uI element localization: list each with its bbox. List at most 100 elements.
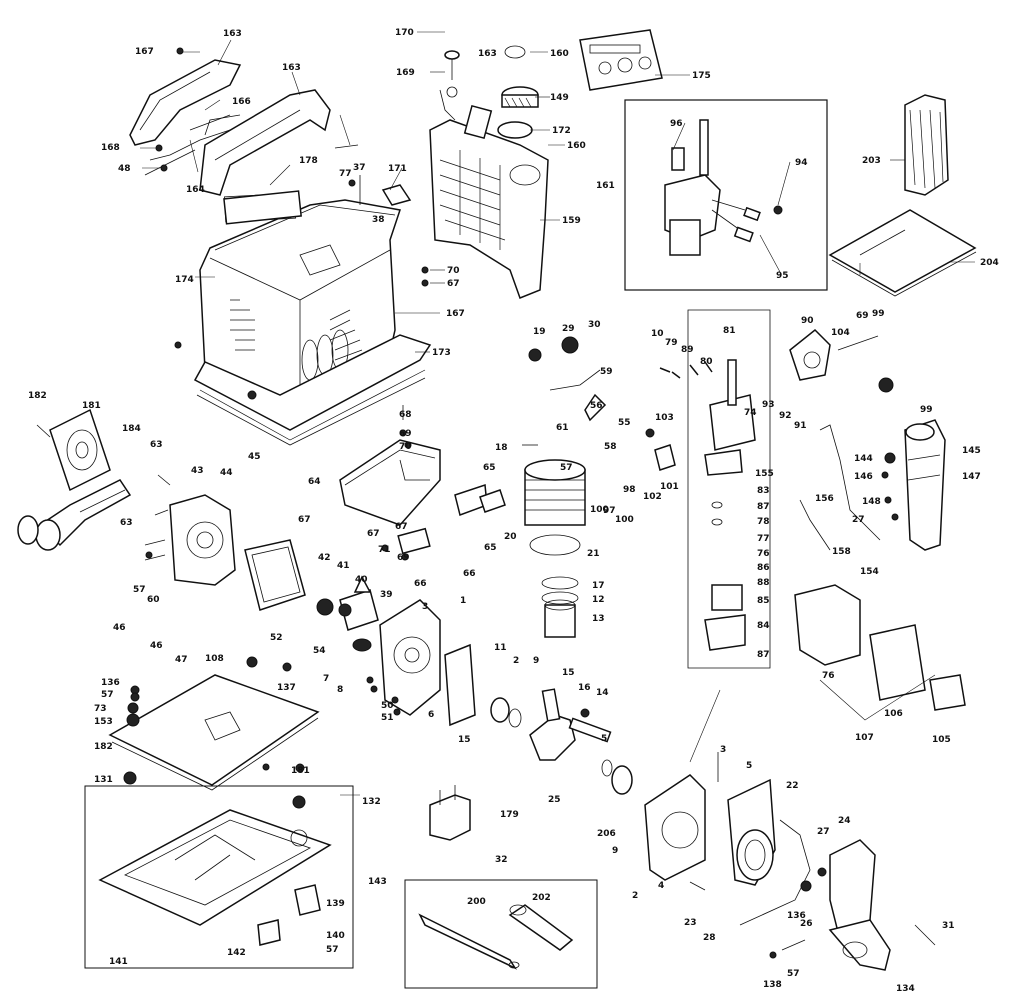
callout: 52 bbox=[270, 633, 283, 643]
callout: 47 bbox=[175, 655, 188, 665]
panel-181 bbox=[49, 408, 111, 492]
callout: 92 bbox=[779, 411, 792, 421]
callout: 80 bbox=[700, 357, 713, 367]
callout: 48 bbox=[118, 164, 131, 174]
callout: 87 bbox=[757, 502, 770, 512]
callout: 77 bbox=[339, 169, 352, 179]
callout: 83 bbox=[757, 486, 770, 496]
callout: 67 bbox=[395, 522, 408, 532]
callout: 5 bbox=[601, 734, 607, 744]
base-plate-131 bbox=[108, 656, 320, 791]
callout: 200 bbox=[467, 897, 486, 907]
callout: 57 bbox=[133, 585, 146, 595]
callout: 90 bbox=[801, 316, 814, 326]
callout: 93 bbox=[762, 400, 775, 410]
callout: 20 bbox=[504, 532, 517, 542]
callout: 99 bbox=[920, 405, 933, 415]
crankcase-3 bbox=[339, 589, 441, 716]
callout: 63 bbox=[120, 518, 133, 528]
callout: 76 bbox=[757, 549, 770, 559]
callout: 38 bbox=[372, 215, 385, 225]
callout: 138 bbox=[763, 980, 782, 990]
callout: 22 bbox=[786, 781, 799, 791]
callout: 101 bbox=[660, 482, 679, 492]
generator-housing bbox=[174, 192, 432, 446]
owners-manual bbox=[828, 209, 977, 297]
callout: 7 bbox=[323, 674, 329, 684]
callout: 139 bbox=[326, 899, 345, 909]
callout: 103 bbox=[655, 413, 674, 423]
callout: 85 bbox=[757, 596, 770, 606]
callout: 6 bbox=[428, 710, 434, 720]
callout: 74 bbox=[744, 408, 757, 418]
callout: 30 bbox=[588, 320, 601, 330]
callout: 50 bbox=[381, 701, 394, 711]
callout: 94 bbox=[795, 158, 808, 168]
callout: 70 bbox=[399, 442, 412, 452]
callout: 2 bbox=[513, 656, 519, 666]
callout: 149 bbox=[550, 93, 569, 103]
callout: 43 bbox=[191, 466, 204, 476]
callout: 4 bbox=[658, 881, 664, 891]
callout: 42 bbox=[318, 553, 331, 563]
callout: 95 bbox=[776, 271, 789, 281]
piston-parts bbox=[529, 534, 581, 638]
callout: 32 bbox=[495, 855, 508, 865]
elbow-104 bbox=[789, 328, 831, 381]
callout: 57 bbox=[560, 463, 573, 473]
callout: 154 bbox=[860, 567, 879, 577]
callout: 146 bbox=[854, 472, 873, 482]
callout: 68 bbox=[399, 410, 412, 420]
callout: 66 bbox=[463, 569, 476, 579]
callout: 2 bbox=[632, 891, 638, 901]
callout: 15 bbox=[562, 668, 575, 678]
callout: 44 bbox=[220, 468, 233, 478]
callout: 140 bbox=[326, 931, 345, 941]
callout: 143 bbox=[368, 877, 387, 887]
callout: 67 bbox=[367, 529, 380, 539]
callout: 131 bbox=[94, 775, 113, 785]
callout: 203 bbox=[862, 156, 881, 166]
callout: 202 bbox=[532, 893, 551, 903]
callout: 160 bbox=[550, 49, 569, 59]
callout: 9 bbox=[533, 656, 539, 666]
callout: 26 bbox=[800, 919, 813, 929]
callout: 5 bbox=[746, 761, 752, 771]
callout: 79 bbox=[665, 338, 678, 348]
callout: 23 bbox=[684, 918, 697, 928]
callout: 181 bbox=[82, 401, 101, 411]
tool-kit bbox=[404, 879, 598, 989]
callout: 99 bbox=[872, 309, 885, 319]
callout: 145 bbox=[962, 446, 981, 456]
callout: 65 bbox=[483, 463, 496, 473]
callout: 163 bbox=[282, 63, 301, 73]
callout: 170 bbox=[395, 28, 414, 38]
oil-bottle bbox=[904, 94, 949, 196]
callout: 147 bbox=[962, 472, 981, 482]
callout: 21 bbox=[587, 549, 600, 559]
callout: 29 bbox=[562, 324, 575, 334]
callout: 57 bbox=[326, 945, 339, 955]
callout: 91 bbox=[794, 421, 807, 431]
callout: 182 bbox=[94, 742, 113, 752]
callout: 3 bbox=[720, 745, 726, 755]
gasket-52 bbox=[244, 539, 306, 611]
callout: 31 bbox=[942, 921, 955, 931]
callout: 16 bbox=[578, 683, 591, 693]
callout: 158 bbox=[832, 547, 851, 557]
callout: 14 bbox=[596, 688, 609, 698]
callout: 144 bbox=[854, 454, 873, 464]
callout: 155 bbox=[755, 469, 774, 479]
callout: 156 bbox=[815, 494, 834, 504]
plug-206 bbox=[429, 785, 471, 841]
crankshaft-10 bbox=[490, 688, 612, 761]
leader-lines bbox=[140, 31, 975, 796]
callout: 182 bbox=[28, 391, 47, 401]
air-cleaner-144 bbox=[878, 377, 946, 551]
callout: 17 bbox=[592, 581, 605, 591]
callout: 57 bbox=[787, 969, 800, 979]
callout: 19 bbox=[533, 327, 546, 337]
callout: 137 bbox=[277, 683, 296, 693]
